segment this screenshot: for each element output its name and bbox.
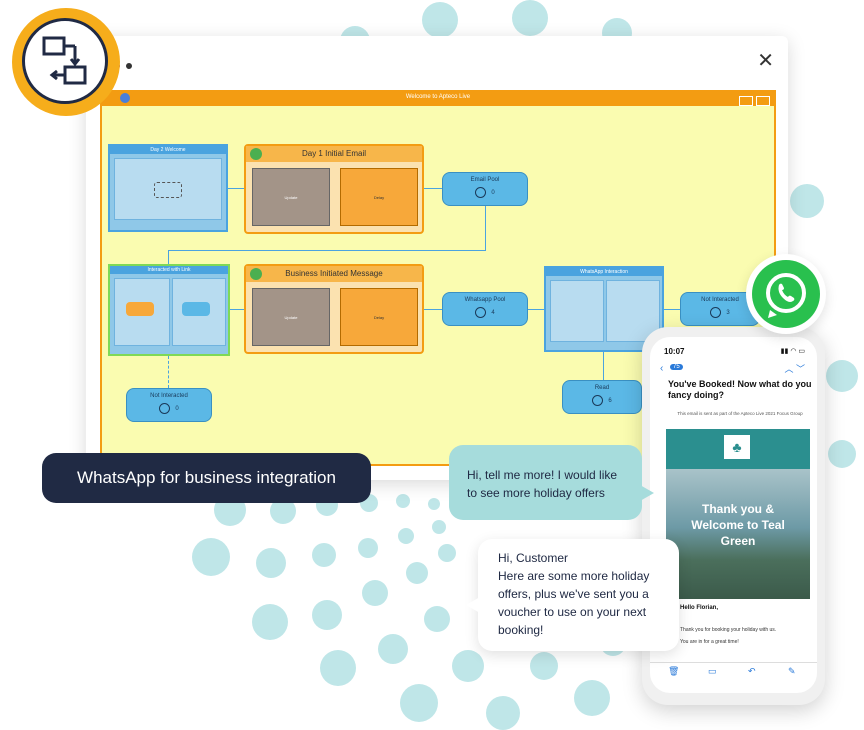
day2-welcome-node[interactable]: Day 2 Welcome xyxy=(108,144,228,232)
not-interacted-label: Not Interacted xyxy=(701,297,739,303)
reply-greeting: Hi, Customer xyxy=(498,551,569,565)
whatsapp-badge xyxy=(746,254,826,334)
whatsapp-pool-count: 4 xyxy=(491,310,495,317)
whatsapp-interaction-label: WhatsApp Interaction xyxy=(546,268,662,276)
maximize-icon[interactable] xyxy=(756,96,770,106)
delay-step[interactable]: Delay xyxy=(340,168,418,226)
business-initiated-message-label: Business Initiated Message xyxy=(285,269,383,278)
update-step[interactable]: Update xyxy=(252,168,330,226)
whatsapp-icon xyxy=(766,273,806,318)
workflow-logo xyxy=(12,8,120,116)
delay-step[interactable]: Delay xyxy=(340,288,418,346)
read-label: Read xyxy=(594,385,610,391)
email-pool-count: 0 xyxy=(491,190,495,197)
interacted-with-link-node[interactable]: Interacted with Link xyxy=(108,264,230,356)
not-interacted-left-count: 0 xyxy=(175,406,179,413)
back-icon[interactable]: ‹ xyxy=(660,363,664,374)
mail-toolbar: 🗑 ▭ ↶ ✎ xyxy=(650,662,817,681)
email-body1: Thank you for booking your holiday with … xyxy=(680,627,777,633)
palm-logo: ♣ xyxy=(724,435,750,459)
compose-icon[interactable]: ✎ xyxy=(788,666,796,676)
whatsapp-pool-node[interactable]: Whatsapp Pool 4 xyxy=(442,292,528,326)
customer-message-text: Hi, tell me more! I would like to see mo… xyxy=(467,468,618,500)
not-interacted-left-label: Not Interacted xyxy=(150,393,188,399)
close-button[interactable]: ✕ xyxy=(757,48,774,72)
pause-icon[interactable] xyxy=(120,93,130,103)
nav-arrows[interactable]: ︿ ﹀ xyxy=(784,364,805,374)
people-icon xyxy=(592,395,604,406)
interacted-with-link-label: Interacted with Link xyxy=(110,266,228,274)
tagline-banner: WhatsApp for business integration xyxy=(42,453,371,503)
reply-body: Here are some more holiday offers, plus … xyxy=(498,569,650,637)
whatsapp-pool-label: Whatsapp Pool xyxy=(464,297,506,303)
read-node[interactable]: Read 6 xyxy=(562,380,642,414)
trash-icon[interactable]: 🗑 xyxy=(668,666,680,676)
status-icons: ▮▮ ◠ ▭ xyxy=(780,348,805,355)
back-badge: 75 xyxy=(670,364,683,370)
read-count: 6 xyxy=(608,398,612,405)
workflow-icon xyxy=(42,36,87,85)
update-step[interactable]: Update xyxy=(252,288,330,346)
customer-message-bubble: Hi, tell me more! I would like to see mo… xyxy=(449,445,654,520)
whatsapp-interaction-node[interactable]: WhatsApp Interaction xyxy=(544,266,664,352)
status-time: 10:07 xyxy=(664,347,685,356)
day1-initial-email-label: Day 1 Initial Email xyxy=(301,149,367,158)
app-window: ✕ Welcome to Apteco Live Day 2 Welcome D… xyxy=(86,36,788,480)
email-hero: ♣ Thank you & Welcome to Teal Green xyxy=(666,429,810,599)
people-icon xyxy=(710,307,722,318)
email-subject: You've Booked! Now what do you fancy doi… xyxy=(668,379,812,400)
journey-canvas[interactable]: Welcome to Apteco Live Day 2 Welcome Day… xyxy=(100,90,776,466)
folder-icon[interactable]: ▭ xyxy=(708,666,717,676)
check-icon xyxy=(250,148,262,160)
email-body2: You are in for a great time! xyxy=(680,639,739,645)
business-initiated-message-node[interactable]: Business Initiated Message Update Delay xyxy=(244,264,424,354)
not-interacted-count: 3 xyxy=(726,310,730,317)
phone-mockup: 10:07 ▮▮ ◠ ▭ ‹ 75 ︿ ﹀ You've Booked! Now… xyxy=(642,327,825,705)
email-notice: This email is sent as part of the Apteco… xyxy=(677,411,803,416)
email-pool-node[interactable]: Email Pool 0 xyxy=(442,172,528,206)
reply-message-bubble: Hi, Customer Here are some more holiday … xyxy=(466,539,679,651)
canvas-titlebar: Welcome to Apteco Live xyxy=(102,92,774,106)
email-pool-label: Email Pool xyxy=(470,177,500,183)
canvas-title: Welcome to Apteco Live xyxy=(405,94,471,100)
email-greeting: Hello Florian, xyxy=(680,605,719,611)
day2-welcome-label: Day 2 Welcome xyxy=(110,146,226,154)
hero-text: Thank you & Welcome to Teal Green xyxy=(691,502,785,548)
check-icon xyxy=(250,268,262,280)
people-icon xyxy=(475,187,487,198)
day1-initial-email-node[interactable]: Day 1 Initial Email Update Delay xyxy=(244,144,424,234)
minimize-icon[interactable] xyxy=(739,96,753,106)
not-interacted-left-node[interactable]: Not Interacted 0 xyxy=(126,388,212,422)
people-icon xyxy=(159,403,171,414)
people-icon xyxy=(475,307,487,318)
reply-icon[interactable]: ↶ xyxy=(748,666,756,676)
